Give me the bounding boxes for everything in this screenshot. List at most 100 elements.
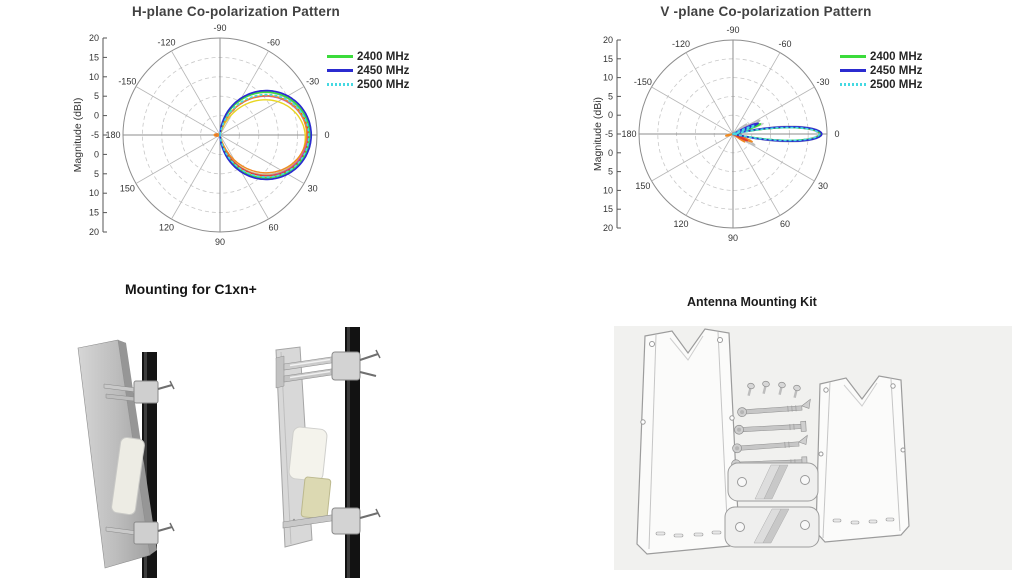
angle-label: -90 [213,23,226,33]
radio-cover [300,476,332,520]
clamp-bolt [359,371,377,377]
legend-label: 2400 MHz [870,50,923,63]
clamp-bolt [157,526,173,532]
pole-highlight [347,327,350,578]
angle-label: -60 [778,39,791,49]
fold-line [822,381,831,539]
legend-label: 2450 MHz [357,64,410,77]
legend-line-swatch [840,69,866,72]
bracket-body [636,328,740,555]
angle-label: 180 [105,130,120,140]
arm-slot [289,358,331,367]
angle-label: 0 [834,129,839,139]
radial-tick-label: 10 [89,72,99,82]
radial-tick-label: 20 [603,223,613,233]
slot [693,532,704,537]
fold-line [648,334,657,550]
pole-clamp [133,380,159,404]
pole-clamp [331,351,361,381]
angle-label: 90 [728,233,738,243]
legend-line-swatch [327,55,353,58]
legend-line-swatch [327,69,353,72]
bolt [732,434,808,454]
mounting-photo [77,327,381,578]
legend-entry: 2400 MHz [840,50,922,63]
legend-label: 2450 MHz [870,64,923,77]
notch-line [843,382,878,407]
screw [747,382,755,396]
slot [711,530,722,535]
slot [832,518,842,523]
radial-tick-label: 0 [608,148,613,158]
clamp-bolt [359,512,379,519]
hole [735,522,745,532]
hole [640,419,646,425]
radial-tick-label: 20 [89,227,99,237]
radial-tick-label: 20 [603,35,613,45]
radial-tick-label: 15 [89,208,99,218]
hole [737,477,747,487]
v-plane-chart-title: V -plane Co-polarization Pattern [660,4,872,19]
angle-label: 150 [635,181,650,191]
legend-entry: 2400 MHz [327,50,409,63]
angle-label: 30 [818,181,828,191]
notch-line [669,335,704,361]
fold-line [717,331,729,542]
angle-label: 180 [621,129,636,139]
clamp-bolt-pin [169,522,175,532]
slot [885,517,895,522]
clamp-plate [727,462,819,502]
radial-tick-label: 0 [608,110,613,120]
pole-highlight [144,352,147,578]
angle-label: -120 [157,37,175,47]
pole-clamp [331,507,361,535]
radial-tick-label: 5 [94,91,99,101]
angle-label: -30 [817,77,830,87]
screw [793,384,801,398]
radial-tick-label: -5 [91,130,99,140]
slot [850,520,860,525]
radial-tick-label: 20 [89,33,99,43]
trace-2500-mhz [732,124,821,142]
clamp-bolt-pin [375,349,381,359]
radial-tick-label: 10 [603,185,613,195]
legend-line-swatch [840,55,866,58]
radial-tick-label: -5 [605,129,613,139]
bottom-bracket [282,507,381,535]
radial-tick-label: 15 [89,52,99,62]
kit-section-title: Antenna Mounting Kit [687,295,817,309]
legend-line-swatch [327,83,353,86]
angle-label: -90 [726,25,739,35]
v-plane-polar-chart: 20151050-505101520-90-60-300306090120150… [603,25,840,243]
screw [778,381,786,395]
hole [823,387,829,393]
legend-label: 2500 MHz [870,78,923,91]
v-ridge [762,508,790,544]
angle-label: 120 [673,219,688,229]
legend-line-swatch [840,83,866,86]
bottom-bracket [105,521,175,545]
antenna-rear-view [275,327,381,578]
trace-2450-mhz [219,89,313,181]
screw [762,380,770,394]
pole-clamp [133,521,159,545]
angle-label: 90 [215,237,225,247]
hole [900,447,906,453]
radial-tick-label: 10 [89,188,99,198]
radial-tick-label: 0 [94,111,99,121]
angle-label: 150 [120,184,135,194]
trace-2500-mhz [219,93,310,178]
clamp-bolt-pin [375,508,381,518]
radial-tick-label: 15 [603,54,613,64]
angle-label: 30 [308,184,318,194]
arm-slot [289,370,331,379]
hole [818,451,824,457]
trace-2400-mhz [219,91,311,179]
clamp-bolt [157,384,173,390]
radio-unit [288,426,328,482]
clamp-bolt [359,353,379,361]
legend-label: 2500 MHz [357,78,410,91]
